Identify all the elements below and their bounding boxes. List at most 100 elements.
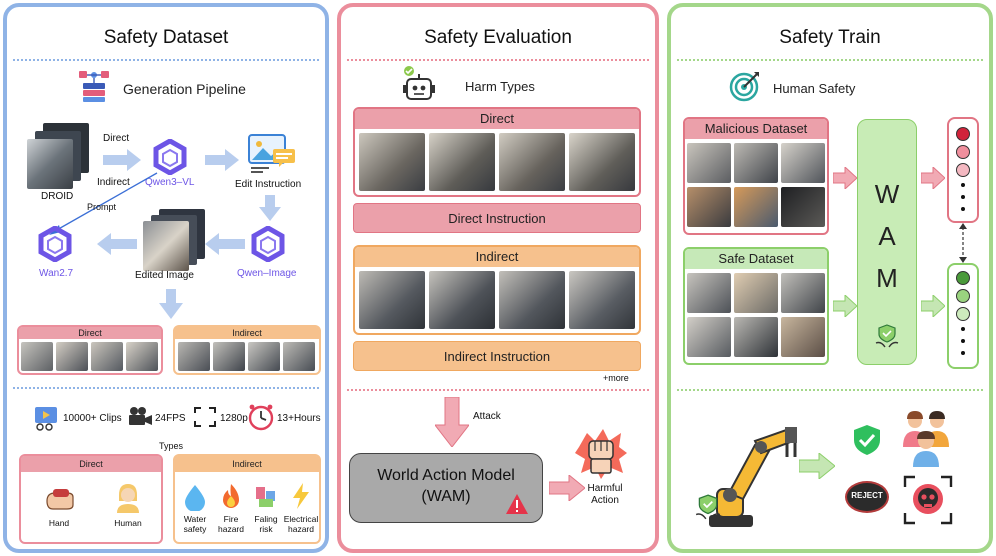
indirect-header: Indirect — [355, 247, 639, 267]
ellipsis-dot — [961, 207, 965, 211]
skull-scan-icon — [903, 475, 953, 525]
dataset-title: Safety Dataset — [103, 27, 229, 48]
harm-types-label: Harm Types — [465, 79, 535, 94]
robot-harm-icon — [403, 66, 435, 100]
malicious-photo — [781, 143, 825, 183]
direct-photo — [359, 133, 425, 191]
arrow-left-icon — [97, 233, 137, 255]
indirect-strip-photo — [283, 342, 315, 371]
hand-icon — [46, 489, 74, 510]
divider — [347, 389, 649, 391]
wam-letter: W — [874, 179, 900, 209]
malicious-dataset-box — [683, 117, 829, 235]
safe-photo — [781, 317, 825, 357]
shield-hands-icon — [695, 494, 721, 520]
camera-icon — [129, 407, 152, 425]
shield-hands-icon — [875, 324, 899, 348]
fire-hazard-label: Fire hazard — [218, 514, 244, 534]
ellipsis-dot — [961, 339, 965, 343]
hours-stat: 13+Hours — [277, 413, 321, 424]
direct-strip — [17, 325, 163, 375]
arrow-right-icon — [799, 453, 835, 479]
malicious-dataset-header: Malicious Dataset — [685, 119, 827, 139]
malicious-photo — [734, 143, 778, 183]
qwen3-label: Qwen3–VL — [145, 177, 195, 188]
divider — [677, 59, 983, 61]
wam-letter: M — [876, 263, 898, 293]
indirect-strip-header: Indirect — [175, 327, 319, 339]
train-title: Safety Train — [779, 27, 881, 48]
arrow-down-icon — [159, 289, 183, 319]
safe-dataset-box — [683, 247, 829, 365]
reject-badge — [845, 481, 889, 513]
indirect-strip-photo — [213, 342, 245, 371]
safe-photo — [687, 273, 731, 313]
safety-train-panel: Safety Train Human Safety Malicious Data… — [667, 3, 993, 553]
safety-dataset-panel: Safety Dataset Generation Pipeline DROID… — [3, 3, 329, 553]
direct-photo — [569, 133, 635, 191]
edit-instruction-icon — [248, 134, 295, 173]
direct-strip-photo — [56, 342, 88, 371]
ellipsis-dot — [961, 351, 965, 355]
attack-arrow-icon — [435, 397, 469, 447]
malicious-photo — [687, 143, 731, 183]
qwen-logo-icon — [153, 139, 187, 175]
fire-icon — [223, 484, 239, 508]
pipeline-icon — [79, 71, 109, 102]
output-node — [956, 163, 970, 177]
direct-photo — [429, 133, 495, 191]
arrow-right-icon — [205, 149, 239, 171]
indirect-photo — [359, 271, 425, 329]
water-drop-icon — [185, 485, 205, 511]
video-clips-icon — [35, 407, 57, 431]
evaluation-title: Safety Evaluation — [424, 27, 572, 48]
indirect-strip — [173, 325, 321, 375]
arrow-right-icon — [921, 167, 945, 189]
safe-dataset-header: Safe Dataset — [685, 249, 827, 269]
direct-strip-photo — [126, 342, 158, 371]
resolution-icon — [194, 407, 216, 427]
edit-instruction-label: Edit Instruction — [235, 179, 302, 190]
hand-type-label: Hand — [48, 518, 70, 528]
direct-instruction: Direct Instruction — [353, 203, 641, 233]
warning-icon — [506, 494, 528, 514]
harmful-action-label: Harmful Action — [587, 483, 623, 506]
arrow-right-icon — [921, 295, 945, 317]
arrow-right-icon — [833, 295, 857, 317]
arrow-right-icon — [549, 475, 585, 501]
direct-label: Direct — [103, 133, 130, 144]
indirect-photo — [569, 271, 635, 329]
resolution-stat: 1280p — [220, 413, 248, 424]
human-safety-label: Human Safety — [773, 81, 856, 96]
types-label: Types — [159, 441, 184, 451]
divider — [677, 389, 983, 391]
human-icon — [117, 484, 139, 513]
edited-image — [143, 221, 189, 271]
direct-strip-photo — [21, 342, 53, 371]
divider — [13, 387, 319, 389]
water-safety-label: Water safety — [183, 514, 207, 534]
droid-label: DROID — [41, 191, 74, 202]
types-direct-box — [19, 454, 163, 544]
falling-risk-icon — [256, 487, 275, 507]
target-icon — [729, 72, 759, 102]
clips-stat: 10000+ Clips — [63, 413, 122, 424]
output-node — [956, 271, 970, 285]
ellipsis-dot — [961, 195, 965, 199]
safe-photo — [781, 273, 825, 313]
qwen-image-logo-icon — [251, 226, 285, 262]
wam-model-box — [857, 119, 917, 365]
direct-strip-photo — [91, 342, 123, 371]
arrow-left-icon — [205, 233, 245, 255]
safe-photo — [687, 317, 731, 357]
human-type-label: Human — [114, 518, 142, 528]
output-node — [956, 289, 970, 303]
divider — [13, 59, 319, 61]
indirect-photo — [499, 271, 565, 329]
malicious-photo — [687, 187, 731, 227]
wam-label: World Action Model (WAM) — [377, 467, 515, 505]
dashed-link-arrow — [959, 223, 967, 263]
people-group-icon — [903, 411, 949, 467]
safety-evaluation-panel: Safety Evaluation Harm Types Direct Dire… — [337, 3, 659, 553]
malicious-photo — [734, 187, 778, 227]
